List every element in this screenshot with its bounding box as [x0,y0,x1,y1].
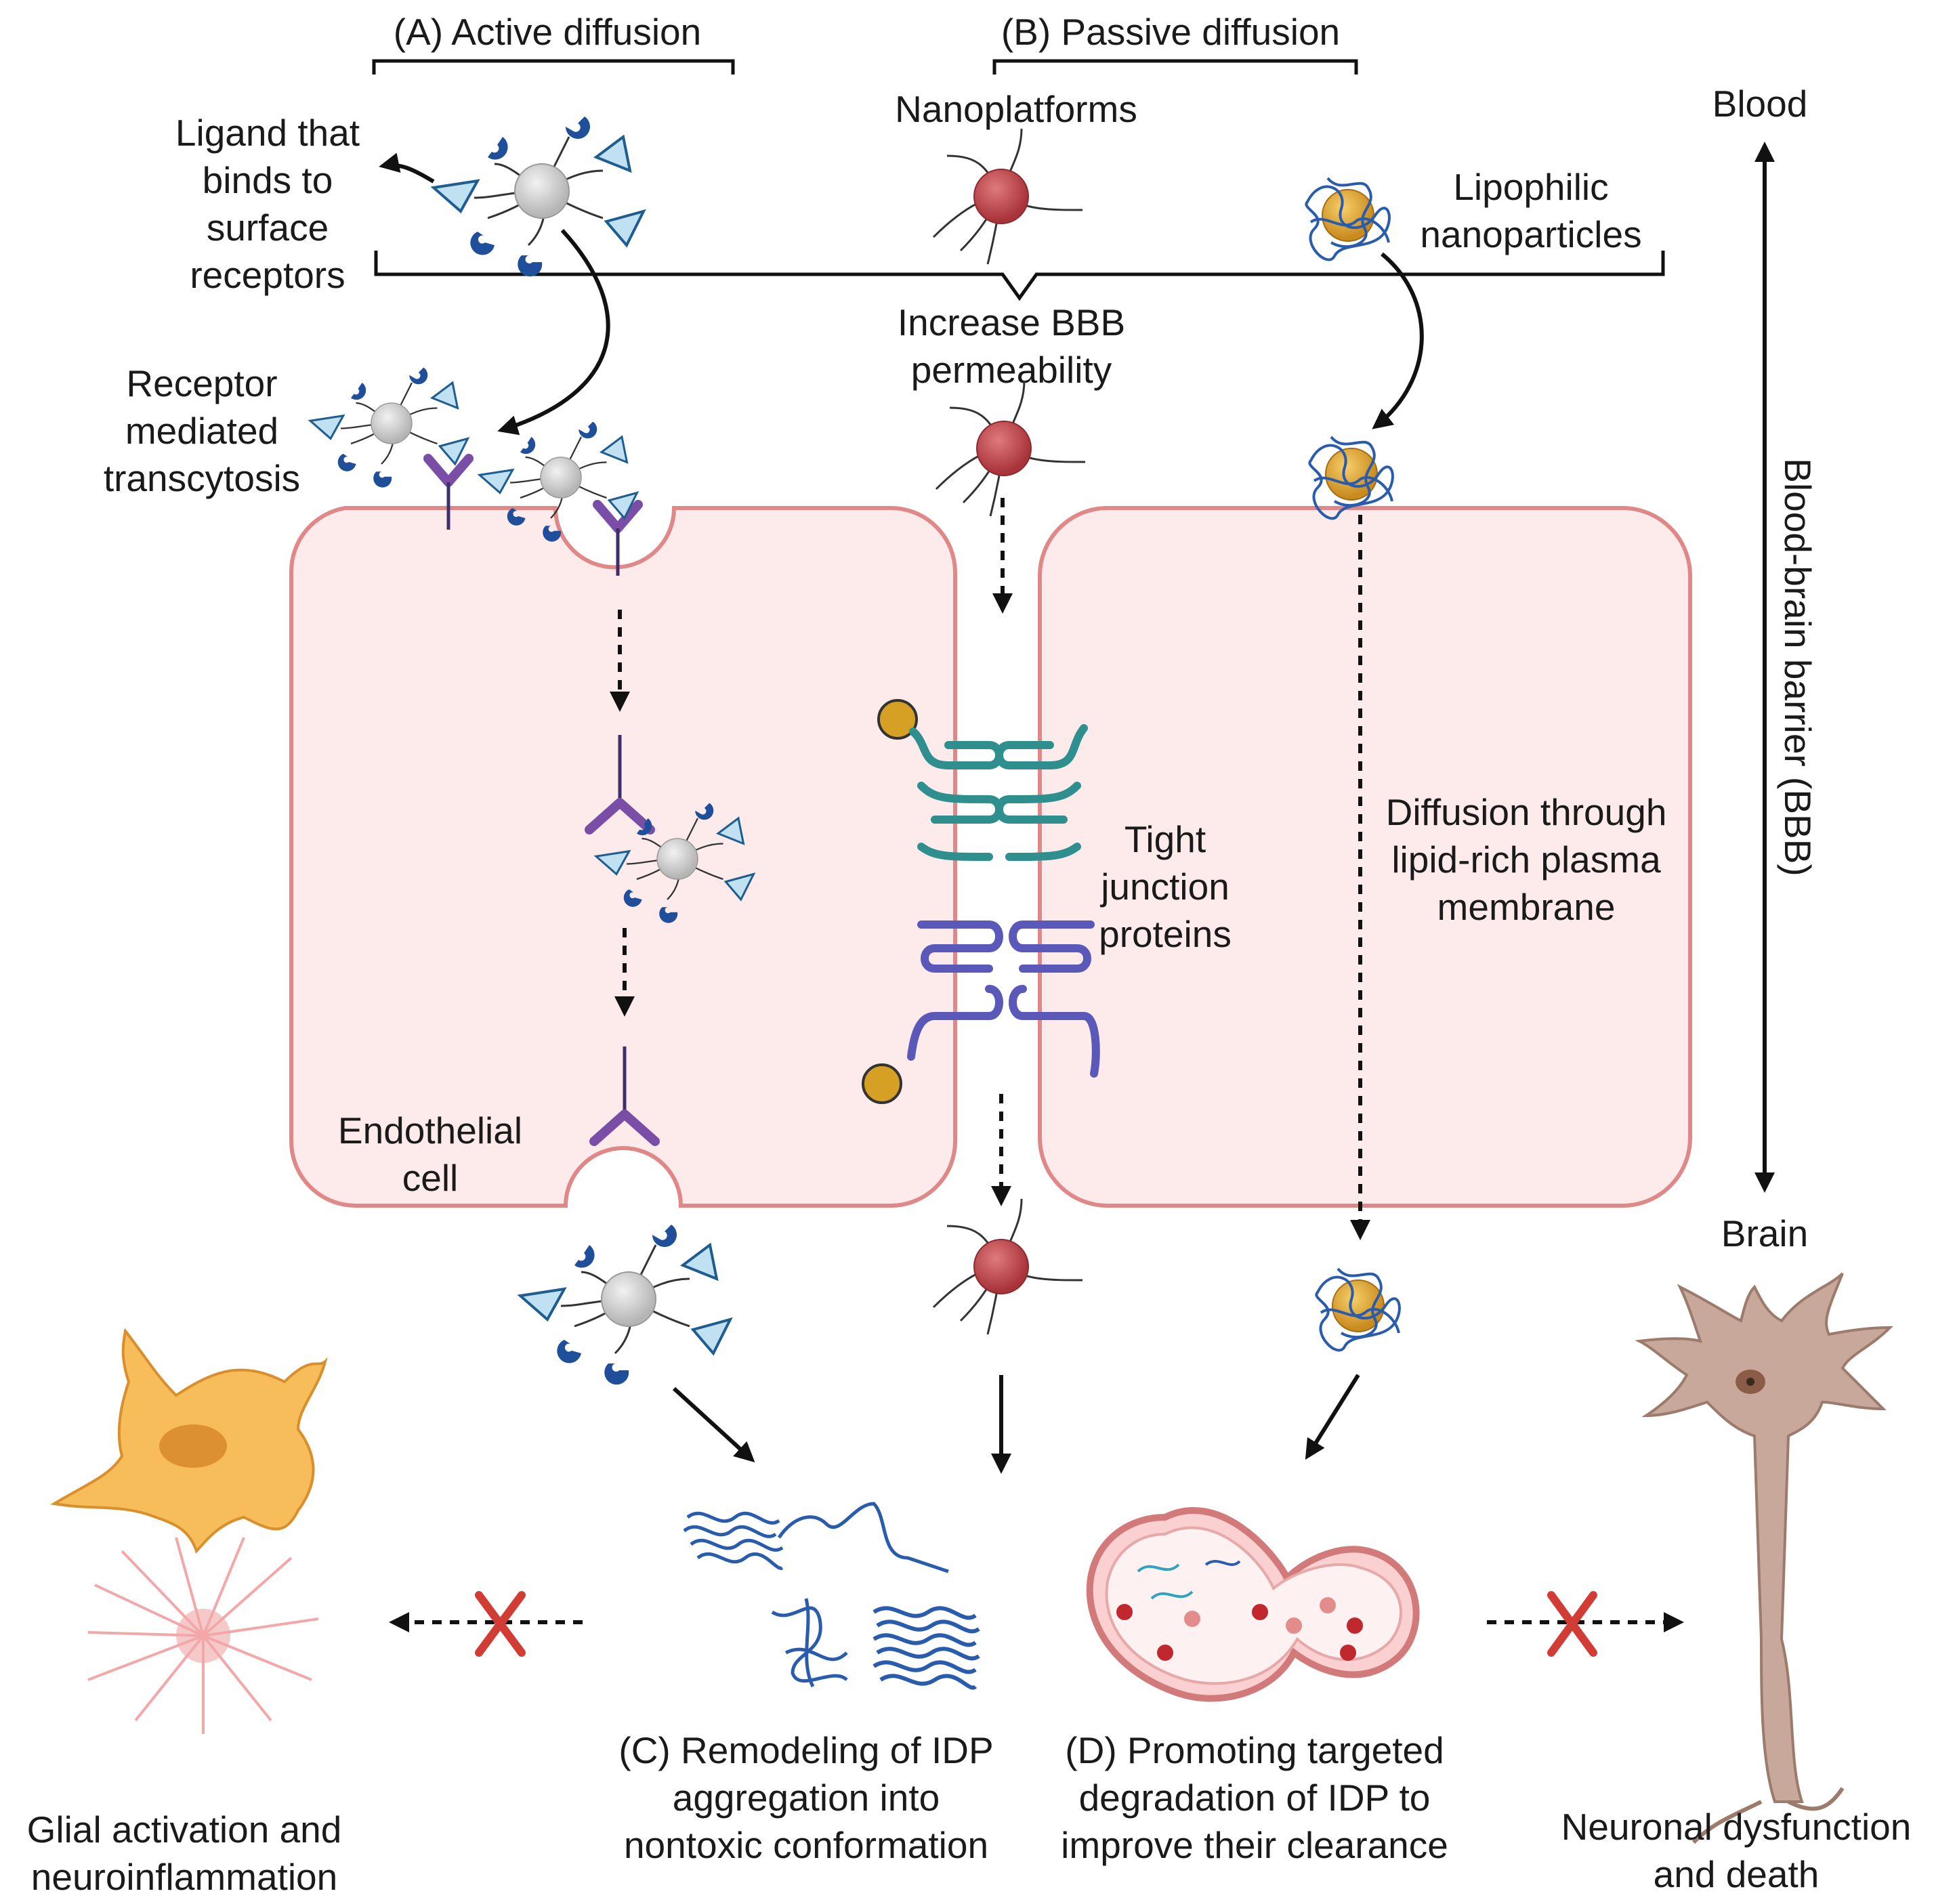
lipophilic-label: Lipophilic nanoparticles [1420,166,1641,255]
nanoplatform-particle-brain [932,1198,1084,1336]
bbb-label: Blood-brain barrier (BBB) [1777,458,1819,876]
increase-permeability-label: Increase BBB permeability [898,301,1125,391]
svg-text:(D) Promoting targeted: (D) Promoting targeted [1065,1729,1444,1771]
astrocyte-cell [50,1328,328,1554]
receptor-mediated-label: Receptor mediated transcytosis [104,362,300,499]
svg-text:Neuronal dysfunction: Neuronal dysfunction [1561,1806,1912,1848]
endothelial-cell-label: Endothelial cell [338,1109,522,1199]
svg-text:Increase BBB: Increase BBB [898,301,1125,343]
neuronal-label: Neuronal dysfunction and death [1561,1806,1912,1895]
blocked-cross-left [475,1591,526,1657]
glial-label: Glial activation and neuroinflammation [27,1808,342,1898]
idp-aggregates [683,1502,980,1690]
svg-text:receptors: receptors [190,254,345,296]
svg-text:aggregation into: aggregation into [673,1777,940,1819]
svg-text:membrane: membrane [1437,886,1616,928]
svg-text:cell: cell [402,1157,459,1199]
ligand-label: Ligand that binds to surface receptors [175,112,360,296]
neuron-cell [1635,1272,1893,1844]
svg-text:proteins: proteins [1099,913,1232,955]
nanoplatforms-label: Nanoplatforms [895,88,1137,130]
degradation-label: (D) Promoting targeted degradation of ID… [1061,1729,1448,1866]
svg-text:neuroinflammation: neuroinflammation [31,1856,337,1898]
brain-label: Brain [1721,1212,1808,1254]
remodeling-label: (C) Remodeling of IDP aggregation into n… [618,1729,993,1866]
endothelial-cell-right [1038,506,1692,1208]
svg-text:(C) Remodeling of IDP: (C) Remodeling of IDP [618,1729,993,1771]
lysosome-degradation [1086,1507,1420,1702]
svg-text:Glial activation and: Glial activation and [27,1808,342,1850]
svg-text:permeability: permeability [911,349,1112,391]
lipophilic-nanoparticle-brain [1315,1267,1401,1352]
active-diffusion-label: (A) Active diffusion [394,11,701,53]
microglia-cell [87,1537,319,1734]
tight-junction-label: Tight junction proteins [1099,818,1232,955]
lipophilic-path-arrow [1372,252,1424,429]
svg-text:Receptor: Receptor [126,362,277,404]
passive-diffusion-label: (B) Passive diffusion [1001,11,1340,53]
svg-text:degradation of IDP to: degradation of IDP to [1079,1777,1431,1819]
active-path-arrow [497,228,610,436]
bound-ligand-nanoparticle-1 [309,366,469,489]
arrow-to-degradation [1305,1374,1360,1460]
nanoplatform-particle-top [932,127,1084,266]
svg-text:junction: junction [1099,866,1229,908]
svg-text:and death: and death [1654,1853,1820,1895]
diffusion-membrane-label: Diffusion through lipid-rich plasma memb… [1386,791,1667,928]
ligand-nanoparticle-top [432,115,645,278]
exit-receptor [589,1109,660,1146]
passive-diffusion-bracket [992,59,1358,75]
blood-label: Blood [1712,83,1808,125]
svg-text:Tight: Tight [1124,818,1206,860]
svg-text:Lipophilic: Lipophilic [1453,166,1608,208]
svg-text:binds to: binds to [203,159,333,201]
blocked-cross-right [1547,1591,1597,1657]
svg-text:Ligand that: Ligand that [175,112,360,154]
blood-side-bracket [374,251,1665,301]
ligand-nanoparticle-brain [519,1223,732,1387]
svg-text:Endothelial: Endothelial [338,1109,522,1151]
svg-text:improve their clearance: improve their clearance [1061,1824,1448,1866]
active-diffusion-bracket [372,59,735,75]
svg-text:surface: surface [207,207,329,249]
nanoplatform-particle-mid [935,379,1087,517]
internal-receptor [585,798,655,834]
svg-text:nanoparticles: nanoparticles [1420,213,1641,255]
svg-text:mediated: mediated [125,410,278,452]
lipophilic-nanoparticle-top [1305,177,1391,261]
svg-text:transcytosis: transcytosis [104,457,300,499]
arrow-to-remodeling-1 [672,1387,755,1463]
svg-text:Diffusion through: Diffusion through [1386,791,1667,833]
ligand-pointer-arrow [379,152,435,184]
svg-text:nontoxic conformation: nontoxic conformation [624,1824,988,1866]
tight-junction-proteins [862,699,1100,1104]
svg-text:lipid-rich plasma: lipid-rich plasma [1391,839,1661,881]
